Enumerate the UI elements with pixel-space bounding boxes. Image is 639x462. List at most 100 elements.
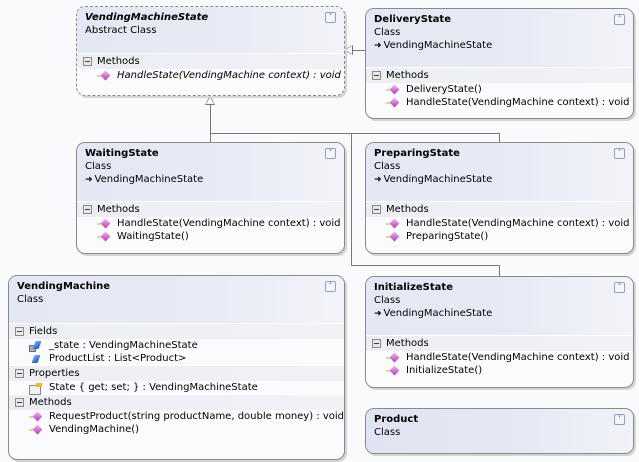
minus-icon[interactable] bbox=[372, 71, 381, 80]
class-kind: Abstract Class bbox=[85, 25, 157, 36]
class-header: PreparingState Class ➜VendingMachineStat… bbox=[366, 143, 633, 201]
method-icon bbox=[29, 412, 43, 422]
collapse-icon[interactable]: ˄ bbox=[325, 281, 336, 292]
section-methods[interactable]: Methods bbox=[9, 394, 344, 410]
section-methods[interactable]: Methods bbox=[366, 335, 633, 351]
member-text: VendingMachine() bbox=[49, 424, 140, 435]
inheritance-trunk-horizontal bbox=[210, 133, 500, 134]
class-kind: Class bbox=[374, 427, 401, 438]
class-product[interactable]: Product Class ˅ bbox=[365, 408, 634, 454]
member-text: WaitingState() bbox=[117, 231, 189, 242]
class-name: VendingMachineState bbox=[85, 12, 209, 23]
base-class-name: VendingMachineState bbox=[94, 174, 204, 185]
member-row[interactable]: HandleState(VendingMachine context) : vo… bbox=[77, 217, 344, 230]
method-icon bbox=[29, 425, 43, 435]
class-header: VendingMachine Class ˄ bbox=[9, 276, 344, 323]
class-name: DeliveryState bbox=[374, 14, 451, 25]
minus-icon[interactable] bbox=[372, 339, 381, 348]
member-row[interactable]: ProductList : List<Product> bbox=[9, 352, 344, 365]
section-properties[interactable]: Properties bbox=[9, 365, 344, 381]
inherits-arrow-icon: ➜ bbox=[85, 175, 93, 185]
section-label: Methods bbox=[386, 204, 429, 215]
member-text: ProductList : List<Product> bbox=[49, 353, 187, 364]
member-row[interactable]: HandleState(VendingMachine context) : vo… bbox=[366, 96, 633, 109]
class-kind: Class bbox=[374, 295, 401, 306]
member-text: HandleState(VendingMachine context) : vo… bbox=[117, 218, 341, 229]
base-class-name: VendingMachineState bbox=[383, 174, 493, 185]
expand-icon[interactable]: ˅ bbox=[614, 414, 625, 425]
member-text: DeliveryState() bbox=[406, 84, 482, 95]
private-field-icon bbox=[29, 341, 43, 352]
class-header: DeliveryState Class ➜VendingMachineState… bbox=[366, 9, 633, 67]
inheritance-line-initialize-vertical bbox=[351, 133, 352, 265]
class-initialize-state[interactable]: InitializeState Class ➜VendingMachineSta… bbox=[365, 276, 634, 388]
inheritance-arrowhead-bottom bbox=[205, 95, 215, 105]
collapse-icon[interactable]: ˄ bbox=[614, 14, 625, 25]
member-text: State { get; set; } : VendingMachineStat… bbox=[49, 382, 258, 393]
member-row[interactable]: State { get; set; } : VendingMachineStat… bbox=[9, 381, 344, 395]
minus-icon[interactable] bbox=[83, 205, 92, 214]
class-name: WaitingState bbox=[85, 148, 159, 159]
class-waiting-state[interactable]: WaitingState Class ➜VendingMachineState … bbox=[76, 142, 345, 254]
member-row[interactable]: WaitingState() bbox=[77, 230, 344, 243]
inherits-arrow-icon: ➜ bbox=[374, 41, 382, 51]
base-class-name: VendingMachineState bbox=[383, 40, 493, 51]
field-icon bbox=[29, 354, 43, 364]
member-text: PreparingState() bbox=[406, 231, 489, 242]
inheritance-trunk-vertical bbox=[210, 105, 211, 143]
section-label: Methods bbox=[29, 397, 72, 408]
class-name: Product bbox=[374, 414, 419, 425]
section-label: Methods bbox=[386, 70, 429, 81]
collapse-icon[interactable]: ˄ bbox=[614, 282, 625, 293]
collapse-icon[interactable]: ˄ bbox=[614, 148, 625, 159]
class-vending-machine[interactable]: VendingMachine Class ˄ Fields _state : V… bbox=[8, 275, 345, 460]
inheritance-arrowhead-right bbox=[343, 45, 353, 55]
inherits-arrow-icon: ➜ bbox=[374, 309, 382, 319]
class-delivery-state[interactable]: DeliveryState Class ➜VendingMachineState… bbox=[365, 8, 634, 119]
member-text: HandleState(VendingMachine context) : vo… bbox=[117, 70, 341, 81]
minus-icon[interactable] bbox=[83, 57, 92, 66]
property-icon bbox=[29, 382, 43, 395]
method-icon bbox=[386, 353, 400, 363]
member-row[interactable]: InitializeState() bbox=[366, 364, 633, 377]
minus-icon[interactable] bbox=[15, 327, 24, 336]
minus-icon[interactable] bbox=[15, 369, 24, 378]
section-label: Fields bbox=[29, 326, 58, 337]
class-vending-machine-state[interactable]: VendingMachineState Abstract Class ˄ Met… bbox=[76, 6, 345, 96]
section-label: Methods bbox=[97, 204, 140, 215]
base-class-name: VendingMachineState bbox=[383, 308, 493, 319]
class-preparing-state[interactable]: PreparingState Class ➜VendingMachineStat… bbox=[365, 142, 634, 254]
method-icon bbox=[386, 85, 400, 95]
section-methods[interactable]: Methods bbox=[366, 201, 633, 217]
inheritance-line-delivery bbox=[353, 50, 365, 51]
member-row[interactable]: VendingMachine() bbox=[9, 423, 344, 436]
section-methods[interactable]: Methods bbox=[77, 201, 344, 217]
method-icon bbox=[386, 98, 400, 108]
class-kind: Class bbox=[17, 294, 44, 305]
inheritance-line-initialize-drop bbox=[499, 265, 500, 276]
section-fields[interactable]: Fields bbox=[9, 323, 344, 339]
member-row[interactable]: HandleState(VendingMachine context) : vo… bbox=[366, 217, 633, 230]
base-class: ➜VendingMachineState bbox=[374, 173, 625, 187]
section-methods[interactable]: Methods bbox=[77, 53, 344, 69]
collapse-icon[interactable]: ˄ bbox=[325, 148, 336, 159]
member-row[interactable]: PreparingState() bbox=[366, 230, 633, 243]
minus-icon[interactable] bbox=[372, 205, 381, 214]
minus-icon[interactable] bbox=[15, 398, 24, 407]
method-icon bbox=[97, 71, 111, 81]
class-kind: Class bbox=[85, 161, 112, 172]
method-icon bbox=[386, 219, 400, 229]
member-row[interactable]: DeliveryState() bbox=[366, 83, 633, 96]
section-methods[interactable]: Methods bbox=[366, 67, 633, 83]
base-class: ➜VendingMachineState bbox=[85, 173, 336, 187]
class-name: PreparingState bbox=[374, 148, 460, 159]
member-row[interactable]: HandleState(VendingMachine context) : vo… bbox=[77, 69, 344, 82]
member-row[interactable]: _state : VendingMachineState bbox=[9, 339, 344, 352]
method-icon bbox=[386, 232, 400, 242]
member-row[interactable]: HandleState(VendingMachine context) : vo… bbox=[366, 351, 633, 364]
collapse-icon[interactable]: ˄ bbox=[325, 12, 336, 23]
member-text: _state : VendingMachineState bbox=[49, 340, 198, 351]
member-row[interactable]: RequestProduct(string productName, doubl… bbox=[9, 410, 344, 423]
class-header: Product Class ˅ bbox=[366, 409, 633, 453]
inherits-arrow-icon: ➜ bbox=[374, 175, 382, 185]
